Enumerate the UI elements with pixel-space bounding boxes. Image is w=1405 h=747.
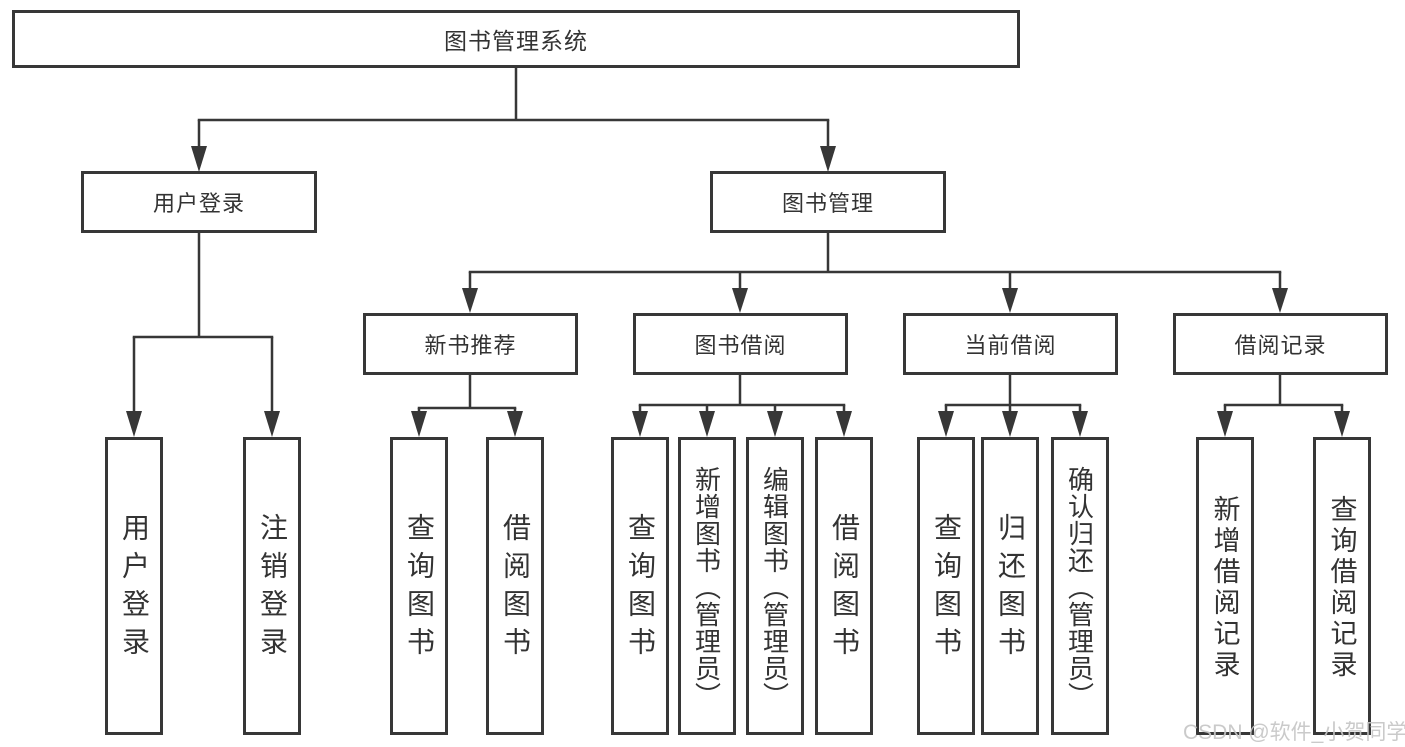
node-user-login: 用户登录	[81, 171, 317, 233]
leaf-br-query-record: 查询借阅记录	[1313, 437, 1371, 735]
csdn-watermark: CSDN @软件_小贺同学	[1183, 721, 1405, 744]
leaf-cb-query-books: 查询图书	[917, 437, 975, 735]
node-new-book-recommend: 新书推荐	[363, 313, 578, 375]
leaf-bb-borrow-books: 借阅图书	[815, 437, 873, 735]
node-borrowing-records: 借阅记录	[1173, 313, 1388, 375]
node-system-root: 图书管理系统	[12, 10, 1020, 68]
leaf-bb-add-books-admin: 新增图书（管理员）	[678, 437, 736, 735]
node-current-borrowing: 当前借阅	[903, 313, 1118, 375]
leaf-user-login: 用户登录	[105, 437, 163, 735]
leaf-nbr-borrow-books: 借阅图书	[486, 437, 544, 735]
leaf-br-add-record: 新增借阅记录	[1196, 437, 1254, 735]
leaf-cb-confirm-return-admin: 确认归还（管理员）	[1051, 437, 1109, 735]
leaf-nbr-query-books: 查询图书	[390, 437, 448, 735]
leaf-logout: 注销登录	[243, 437, 301, 735]
leaf-bb-query-books: 查询图书	[611, 437, 669, 735]
node-book-management: 图书管理	[710, 171, 946, 233]
node-book-borrowing: 图书借阅	[633, 313, 848, 375]
leaf-bb-edit-books-admin: 编辑图书（管理员）	[746, 437, 804, 735]
arrowheads	[126, 146, 1350, 437]
leaf-cb-return-books: 归还图书	[981, 437, 1039, 735]
